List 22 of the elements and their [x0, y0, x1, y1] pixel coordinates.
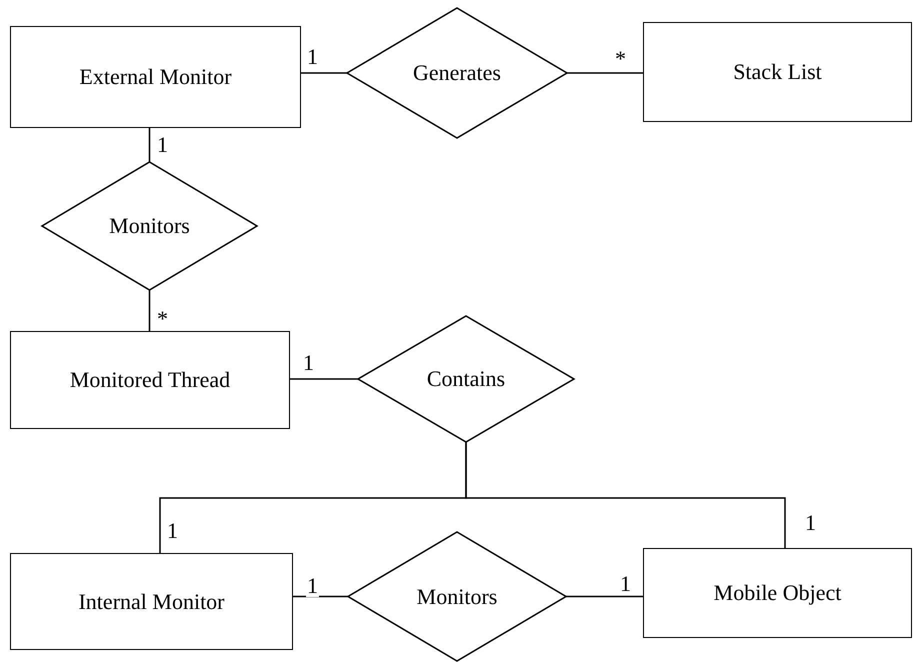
connector-line — [148, 290, 150, 331]
entity-box — [643, 548, 912, 638]
entity-box — [643, 22, 912, 122]
entity-box — [10, 331, 290, 429]
relationship-label: Contains — [426, 366, 506, 392]
connector-line — [290, 378, 358, 380]
connector-line — [148, 128, 150, 162]
entity-box — [10, 553, 293, 650]
connector-line — [465, 442, 786, 548]
connector-line — [566, 596, 643, 598]
entity-label: Stack List — [733, 59, 822, 85]
entity-box — [10, 26, 301, 128]
entity-label: Internal Monitor — [78, 588, 225, 614]
entity-label: Mobile Object — [714, 580, 842, 606]
relationship-label: Monitors — [109, 213, 190, 239]
entity-label: External Monitor — [79, 64, 232, 90]
relationship-label: Generates — [413, 60, 501, 86]
entity-label: Monitored Thread — [70, 367, 230, 393]
connector-line — [567, 72, 643, 74]
connector-line — [301, 72, 347, 74]
connector-line — [293, 596, 348, 598]
relationship-label: Monitors — [416, 584, 498, 610]
